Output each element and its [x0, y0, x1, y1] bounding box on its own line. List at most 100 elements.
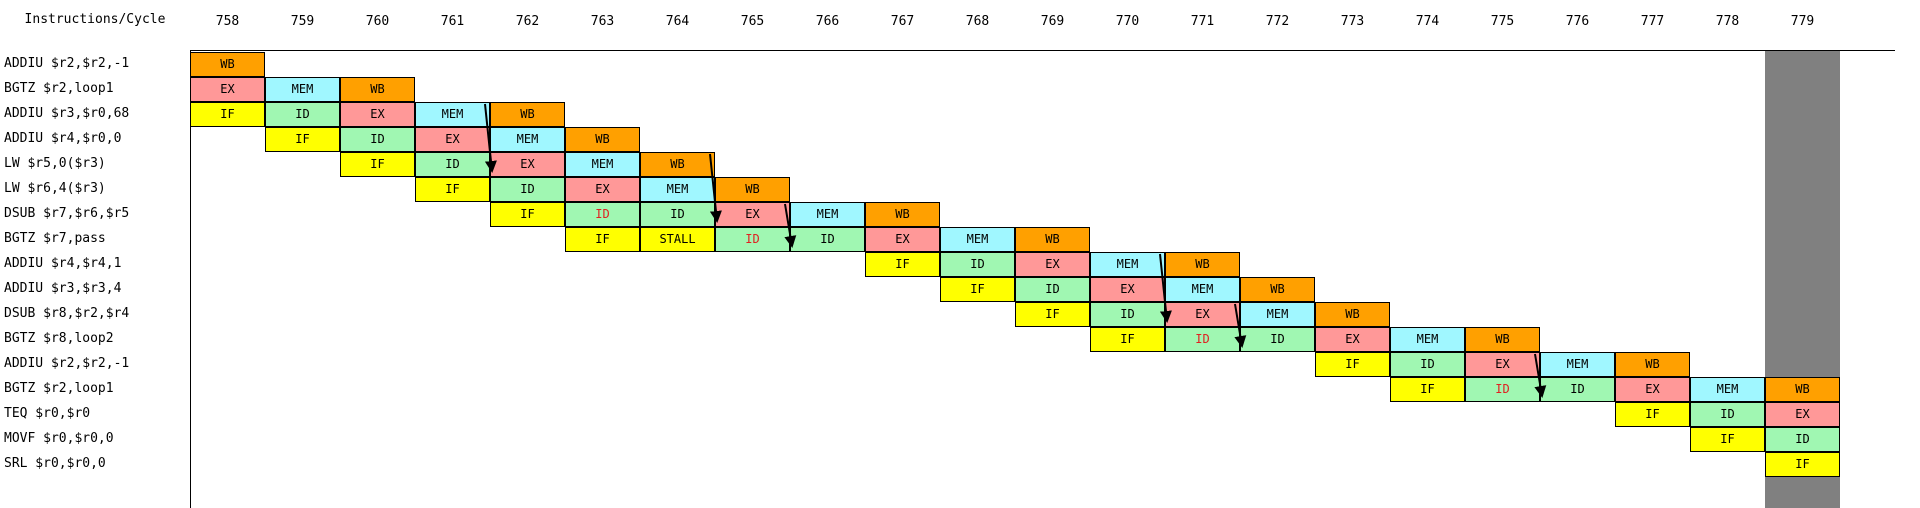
cycle-header-774: 774 [1415, 14, 1440, 29]
stage-cell-mem: MEM [1090, 252, 1165, 277]
stage-cell-mem: MEM [1690, 377, 1765, 402]
stage-cell-if: IF [1015, 302, 1090, 327]
stage-cell-wb: WB [1015, 227, 1090, 252]
stage-cell-id: ID [1690, 402, 1765, 427]
instruction-label: ADDIU $r3,$r0,68 [4, 106, 130, 121]
stage-cell-id: ID [1465, 377, 1540, 402]
stage-cell-wb: WB [190, 52, 265, 77]
stage-cell-mem: MEM [640, 177, 715, 202]
stage-cell-mem: MEM [1390, 327, 1465, 352]
stage-cell-wb: WB [1165, 252, 1240, 277]
instruction-label: BGTZ $r8,loop2 [4, 331, 114, 346]
label-divider [190, 50, 191, 508]
stage-cell-if: IF [1315, 352, 1390, 377]
stage-cell-if: IF [415, 177, 490, 202]
stage-cell-id: ID [940, 252, 1015, 277]
stage-cell-ex: EX [1015, 252, 1090, 277]
stage-cell-mem: MEM [1540, 352, 1615, 377]
stage-cell-ex: EX [715, 202, 790, 227]
stage-cell-id: ID [715, 227, 790, 252]
cycle-header-772: 772 [1265, 14, 1290, 29]
stage-cell-wb: WB [715, 177, 790, 202]
cycle-header-773: 773 [1340, 14, 1365, 29]
header-divider [190, 50, 1895, 51]
stage-cell-id: ID [1540, 377, 1615, 402]
stage-cell-wb: WB [490, 102, 565, 127]
stage-cell-id: ID [565, 202, 640, 227]
stage-cell-wb: WB [865, 202, 940, 227]
stage-cell-if: IF [865, 252, 940, 277]
stage-cell-mem: MEM [790, 202, 865, 227]
stage-cell-if: IF [265, 127, 340, 152]
header-title: Instructions/Cycle [24, 12, 166, 27]
stage-cell-id: ID [1165, 327, 1240, 352]
stage-cell-if: IF [490, 202, 565, 227]
stage-cell-id: ID [790, 227, 865, 252]
stage-cell-wb: WB [1240, 277, 1315, 302]
cycle-header-770: 770 [1115, 14, 1140, 29]
stage-cell-id: ID [340, 127, 415, 152]
cycle-header-771: 771 [1190, 14, 1215, 29]
instruction-label: DSUB $r7,$r6,$r5 [4, 206, 130, 221]
stage-cell-ex: EX [415, 127, 490, 152]
instruction-label: DSUB $r8,$r2,$r4 [4, 306, 130, 321]
cycle-header-763: 763 [590, 14, 615, 29]
stage-cell-wb: WB [1465, 327, 1540, 352]
stage-cell-ex: EX [1465, 352, 1540, 377]
stage-cell-if: IF [940, 277, 1015, 302]
instruction-label: ADDIU $r2,$r2,-1 [4, 356, 130, 371]
stage-cell-ex: EX [865, 227, 940, 252]
instruction-label: ADDIU $r4,$r0,0 [4, 131, 122, 146]
stage-cell-id: ID [640, 202, 715, 227]
cycle-header-764: 764 [665, 14, 690, 29]
stage-cell-id: ID [1390, 352, 1465, 377]
cycle-header-769: 769 [1040, 14, 1065, 29]
stage-cell-wb: WB [1315, 302, 1390, 327]
stage-cell-if: IF [340, 152, 415, 177]
stage-cell-mem: MEM [1240, 302, 1315, 327]
stage-cell-if: IF [190, 102, 265, 127]
cycle-header-761: 761 [440, 14, 465, 29]
instruction-label: LW $r6,4($r3) [4, 181, 106, 196]
cycle-header-760: 760 [365, 14, 390, 29]
stage-cell-ex: EX [565, 177, 640, 202]
stage-cell-ex: EX [1615, 377, 1690, 402]
instruction-label: BGTZ $r2,loop1 [4, 81, 114, 96]
instruction-label: ADDIU $r2,$r2,-1 [4, 56, 130, 71]
stage-cell-wb: WB [1615, 352, 1690, 377]
cycle-header-762: 762 [515, 14, 540, 29]
stage-cell-mem: MEM [490, 127, 565, 152]
stage-cell-ex: EX [1165, 302, 1240, 327]
stage-cell-ex: EX [190, 77, 265, 102]
instruction-label: SRL $r0,$r0,0 [4, 456, 106, 471]
stage-cell-id: ID [490, 177, 565, 202]
instruction-label: BGTZ $r2,loop1 [4, 381, 114, 396]
instruction-label: TEQ $r0,$r0 [4, 406, 91, 421]
stage-cell-ex: EX [1765, 402, 1840, 427]
stage-cell-mem: MEM [265, 77, 340, 102]
stage-cell-if: IF [1690, 427, 1765, 452]
stage-cell-id: ID [1015, 277, 1090, 302]
cycle-header-776: 776 [1565, 14, 1590, 29]
cycle-header-766: 766 [815, 14, 840, 29]
instruction-label: MOVF $r0,$r0,0 [4, 431, 114, 446]
stage-cell-id: ID [1765, 427, 1840, 452]
stage-cell-ex: EX [1090, 277, 1165, 302]
stage-cell-stall: STALL [640, 227, 715, 252]
stage-cell-wb: WB [565, 127, 640, 152]
stage-cell-mem: MEM [565, 152, 640, 177]
stage-cell-mem: MEM [940, 227, 1015, 252]
stage-cell-if: IF [1765, 452, 1840, 477]
cycle-header-777: 777 [1640, 14, 1665, 29]
cycle-header-775: 775 [1490, 14, 1515, 29]
stage-cell-ex: EX [340, 102, 415, 127]
instruction-label: ADDIU $r4,$r4,1 [4, 256, 122, 271]
cycle-header-765: 765 [740, 14, 765, 29]
stage-cell-mem: MEM [415, 102, 490, 127]
instruction-label: LW $r5,0($r3) [4, 156, 106, 171]
stage-cell-id: ID [1240, 327, 1315, 352]
stage-cell-wb: WB [640, 152, 715, 177]
stage-cell-wb: WB [1765, 377, 1840, 402]
stage-cell-if: IF [1615, 402, 1690, 427]
